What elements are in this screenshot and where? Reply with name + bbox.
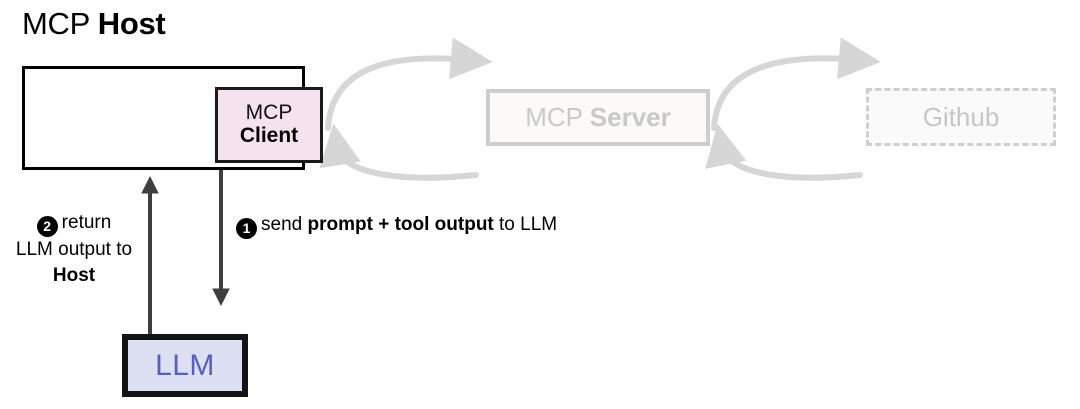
step-1-text-post: to LLM [493,214,558,235]
mcp-server-label: MCP Server [525,102,671,133]
arrow-server-to-github [711,37,881,131]
step-1-badge: 1 [236,218,257,239]
step-1-text-bold: prompt + tool output [307,214,494,235]
github-box[interactable]: Github [866,88,1056,146]
mcp-server-label-bold: Server [589,102,671,132]
mcp-host-title: MCP Host [22,6,166,42]
mcp-server-label-light: MCP [525,102,590,132]
github-label: Github [922,101,1000,132]
step-2-text-line1: return [61,212,112,233]
step-2-badge: 2 [36,216,58,237]
step-1-text-pre: send [261,214,308,235]
mcp-client-box[interactable]: MCP Client [215,87,323,163]
mcp-client-label-line2: Client [239,124,299,147]
arrow-server-to-client [319,123,479,181]
llm-box[interactable]: LLM [122,334,248,397]
mcp-client-label-line1: MCP [245,101,293,125]
arrow-github-to-server [705,123,863,181]
arrow-client-to-server [325,37,493,131]
mcp-host-title-bold: Host [97,6,166,41]
step-2-text-line3: Host [52,264,96,286]
llm-label: LLM [155,348,215,382]
mcp-server-box[interactable]: MCP Server [486,89,710,146]
step-2-text-line2: LLM output to [15,239,133,260]
mcp-host-title-light: MCP [22,6,98,41]
